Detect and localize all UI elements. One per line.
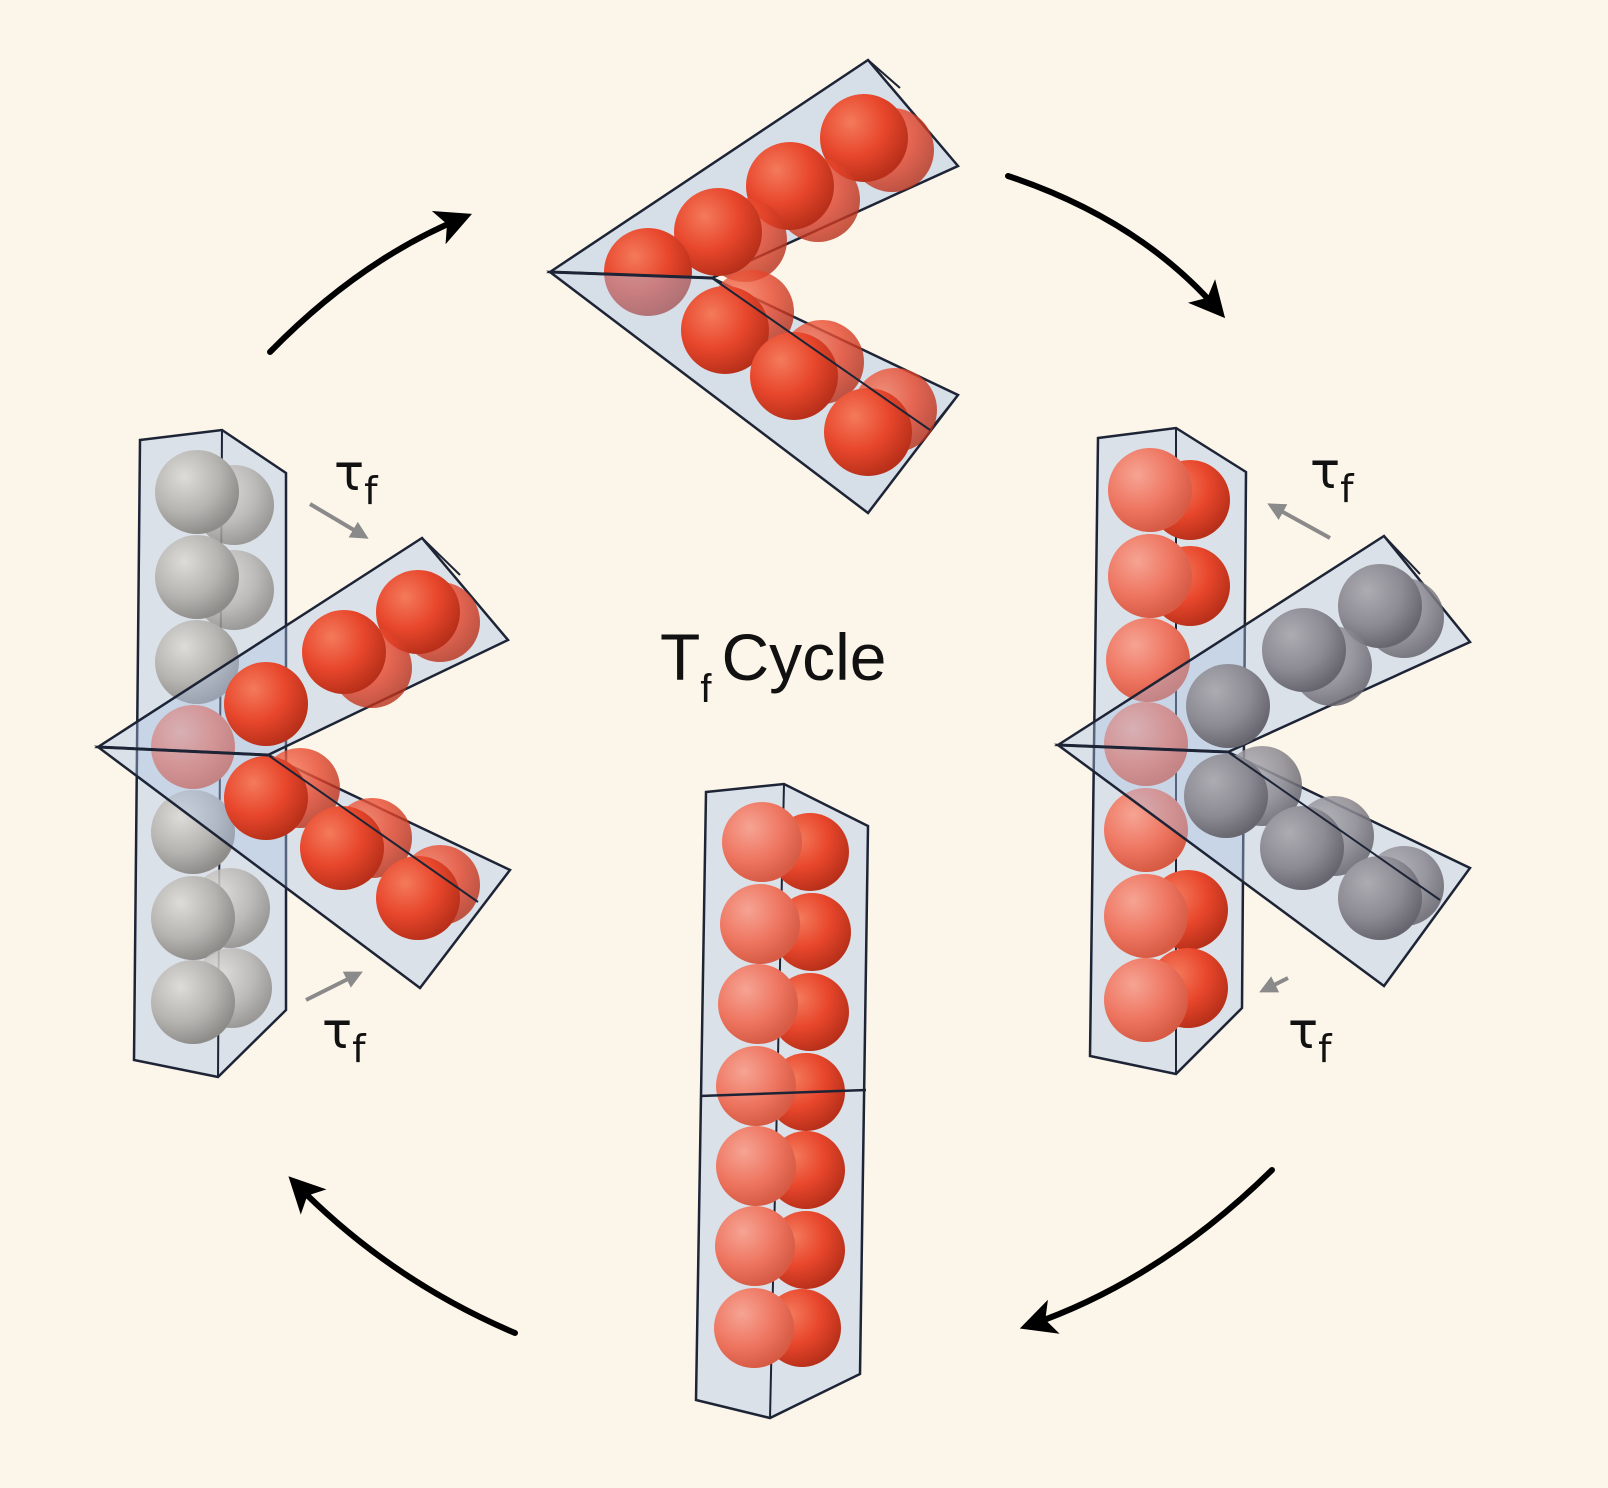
sphere [750, 332, 838, 420]
sphere [224, 662, 308, 746]
cycle-arrow-top-right [1005, 173, 1226, 319]
sphere-group-red-column [1104, 448, 1230, 1042]
torque-arrow-left-bottom [305, 971, 363, 1002]
cycle-arrows [267, 173, 1275, 1336]
sphere [722, 802, 802, 882]
sphere [155, 450, 239, 534]
torque-arrows [305, 502, 1331, 1002]
sphere [1186, 664, 1270, 748]
sphere [151, 790, 235, 874]
torque-arrow-right-top [1267, 503, 1331, 540]
sphere [151, 876, 235, 960]
torque-arrow-right-bottom [1259, 976, 1289, 993]
sphere [1262, 608, 1346, 692]
sphere [1104, 874, 1188, 958]
torque-arrow-left-top [308, 502, 369, 539]
torque-label-left-bottom: τf [322, 1002, 367, 1071]
sphere [1260, 806, 1344, 890]
sphere [720, 884, 800, 964]
sphere [155, 620, 239, 704]
sphere [716, 1126, 796, 1206]
state-v-shape [546, 58, 961, 515]
cycle-arrow-bottom-right [1019, 1167, 1275, 1334]
sphere [300, 806, 384, 890]
state-straight [694, 782, 870, 1420]
sphere [302, 610, 386, 694]
sphere [1338, 856, 1422, 940]
sphere [151, 960, 235, 1044]
torque-label-right-bottom: τf [1288, 1002, 1333, 1071]
state-arrow-right-gray [93, 428, 512, 1079]
sphere [224, 756, 308, 840]
sphere [1104, 788, 1188, 872]
sphere [824, 388, 912, 476]
sphere [1108, 448, 1192, 532]
torque-label-left-top: τf [334, 444, 379, 513]
sphere [604, 228, 692, 316]
sphere [1108, 534, 1192, 618]
sphere [151, 705, 235, 789]
torque-label-right-top: τf [1310, 442, 1355, 511]
sphere [1104, 702, 1188, 786]
sphere [376, 570, 460, 654]
sphere [714, 1288, 794, 1368]
sphere-group-lower [681, 270, 937, 476]
sphere [681, 286, 769, 374]
sphere-group-red-v [224, 570, 480, 940]
state-arrow-right-red [1053, 426, 1472, 1076]
sphere [674, 188, 762, 276]
sphere [716, 1046, 796, 1126]
cycle-arrow-bottom-left [288, 1176, 518, 1336]
sphere-group-upper [604, 94, 934, 316]
sphere [820, 94, 908, 182]
sphere [1184, 754, 1268, 838]
sphere [1338, 564, 1422, 648]
sphere [1106, 618, 1190, 702]
sphere [715, 1206, 795, 1286]
cycle-arrow-top-left [267, 210, 472, 355]
sphere-group-gray [151, 450, 274, 1044]
sphere [376, 856, 460, 940]
sphere [718, 964, 798, 1044]
sphere [1104, 958, 1188, 1042]
sphere-group-darkgray-v [1184, 564, 1444, 940]
sphere [155, 535, 239, 619]
